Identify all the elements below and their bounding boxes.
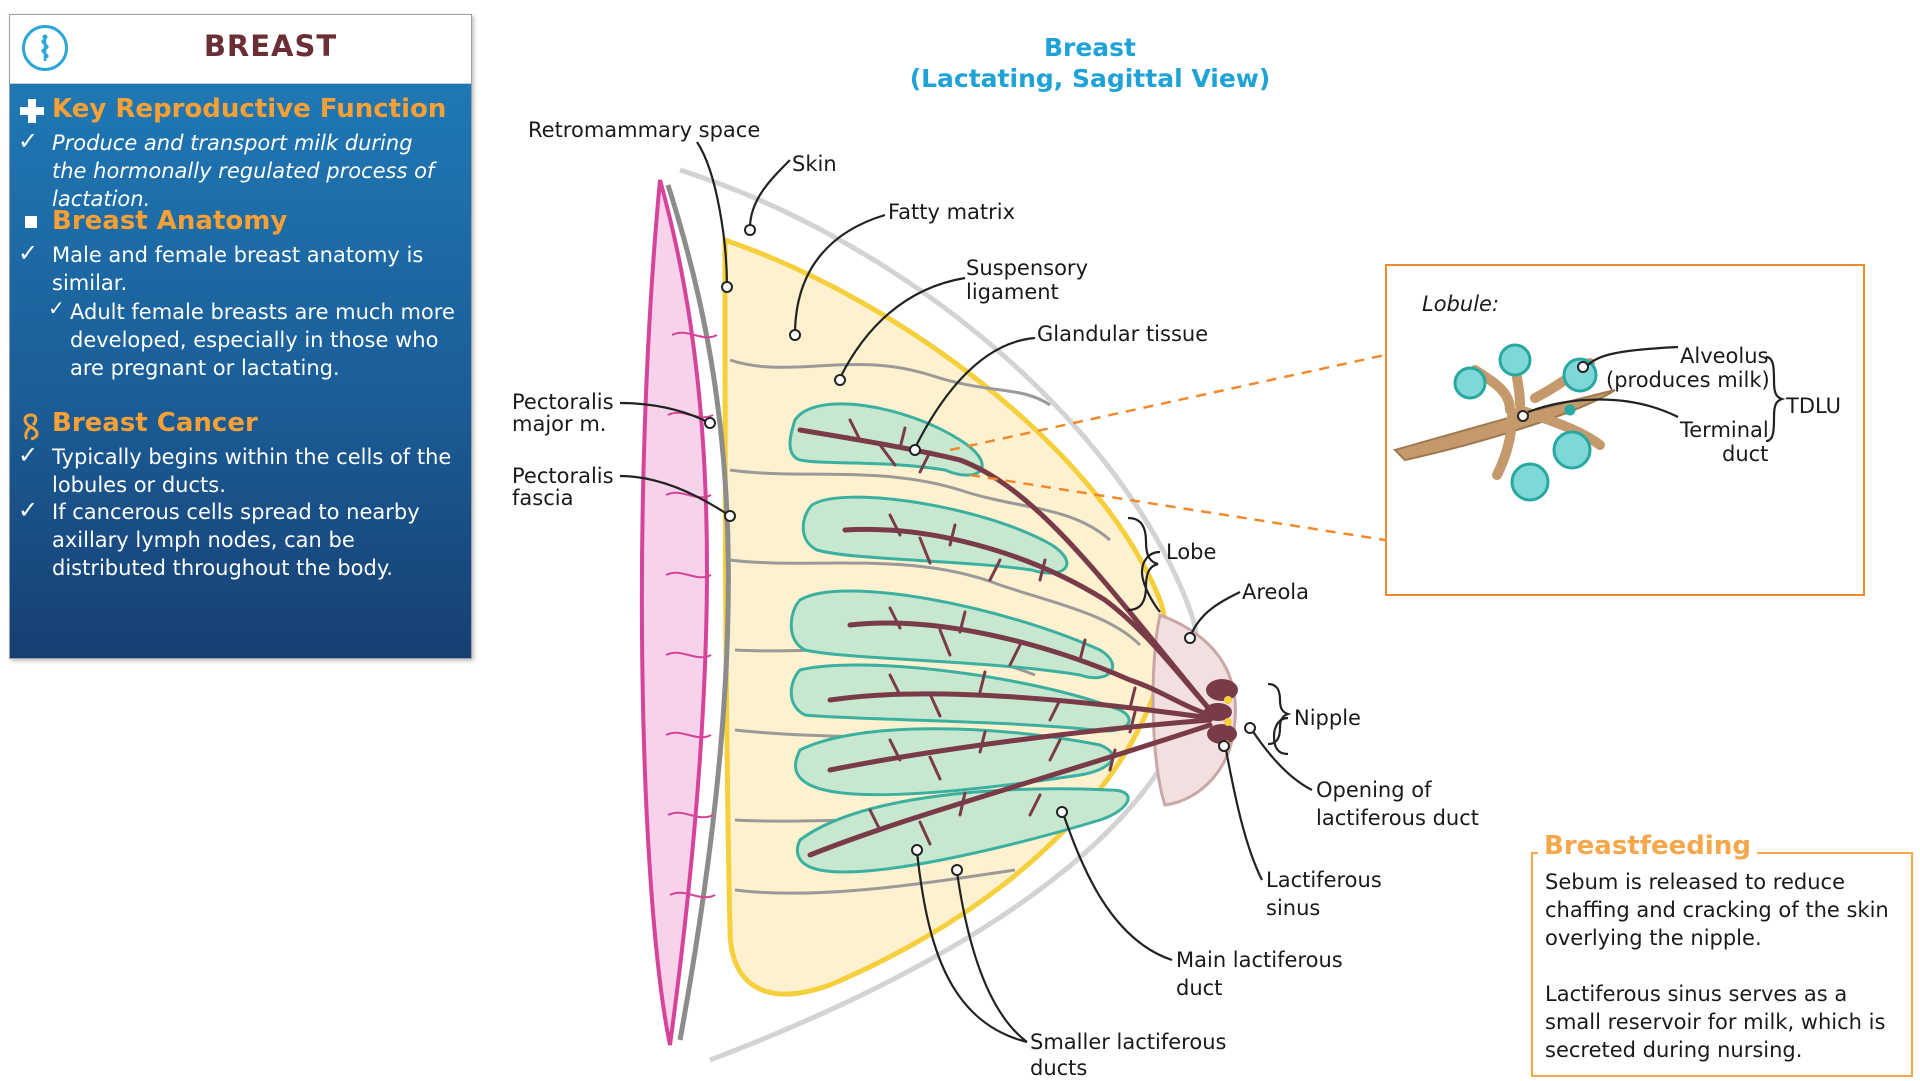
label-terminal-duct-2: duct [1722, 442, 1769, 466]
section-title-anatomy: Breast Anatomy [52, 206, 288, 236]
panel-title: BREAST [203, 29, 338, 63]
plus-icon [19, 98, 44, 123]
lobe-bracket [1127, 516, 1159, 612]
check-icon: ✓ [18, 127, 39, 155]
label-pectoralis-major-2: major m. [512, 412, 607, 436]
cancer-bullet-1: Typically begins within the cells of the… [52, 445, 452, 497]
skin-outline [679, 167, 1201, 1063]
label-areola: Areola [1242, 580, 1310, 604]
breastfeeding-para-2: Lactiferous sinus serves as a small rese… [1545, 982, 1886, 1062]
cancer-bullet-2: If cancerous cells spread to nearby axil… [52, 500, 420, 580]
label-fatty-matrix: Fatty matrix [888, 200, 1016, 224]
label-opening-1: Opening of [1316, 778, 1432, 802]
zoom-lines [949, 353, 1386, 542]
anatomy-bullet-2: Adult female breasts are much more devel… [70, 300, 455, 380]
section-title-function: Key Reproductive Function [52, 94, 447, 124]
leader-endpoints [704, 224, 1256, 876]
lactiferous-ducts [797, 427, 1213, 858]
label-produces-milk: (produces milk) [1606, 368, 1770, 392]
label-skin: Skin [792, 152, 837, 176]
check-icon: ✓ [18, 496, 39, 524]
diagram-title-line-1: Breast [1043, 33, 1137, 62]
label-pectoralis-major-1: Pectoralis [512, 390, 614, 414]
leader-lines [619, 141, 1313, 1044]
breastfeeding-para-1: Sebum is released to reduce chaffing and… [1545, 870, 1889, 950]
label-smaller-ducts-2: ducts [1030, 1056, 1088, 1080]
inset-title: Lobule: [1422, 292, 1500, 316]
duct-branches [848, 418, 1137, 846]
label-nipple: Nipple [1294, 706, 1361, 730]
label-pectoralis-fascia-1: Pectoralis [512, 464, 614, 488]
diagram-title: Breast (Lactating, Sagittal View) [880, 32, 1300, 94]
function-bullet: Produce and transport milk during the ho… [52, 131, 435, 211]
label-lobe: Lobe [1166, 540, 1217, 564]
check-icon: ✓ [18, 441, 39, 469]
pectoralis-major-muscle [639, 179, 710, 1046]
anatomy-bullet-1: Male and female breast anatomy is simila… [52, 243, 424, 295]
label-pectoralis-fascia-2: fascia [512, 486, 574, 510]
lobule-inset-box [1385, 264, 1865, 596]
label-suspensory-ligament-1: Suspensory [966, 256, 1088, 280]
label-lactiferous-sinus-1: Lactiferous [1266, 868, 1382, 892]
label-smaller-ducts-1: Smaller lactiferous [1030, 1030, 1227, 1054]
label-lactiferous-sinus-2: sinus [1266, 896, 1321, 920]
label-suspensory-ligament-2: ligament [966, 280, 1059, 304]
label-main-duct-2: duct [1176, 976, 1223, 1000]
panel-body: Key Reproductive Function ✓ Produce and … [10, 84, 471, 658]
label-glandular-tissue: Glandular tissue [1037, 322, 1209, 346]
check-icon: ✓ [48, 296, 65, 320]
lactiferous-sinuses [1204, 679, 1238, 744]
check-icon: ✓ [18, 239, 39, 267]
info-panel: BREAST Key Reproductive Function ✓ Produ… [9, 14, 472, 659]
lobule-illustration [1393, 343, 1786, 502]
diagram-title-line-2: (Lactating, Sagittal View) [909, 64, 1271, 93]
square-icon [19, 211, 43, 235]
label-retromammary-space: Retromammary space [528, 118, 761, 142]
label-main-duct-1: Main lactiferous [1176, 948, 1343, 972]
label-opening-2: lactiferous duct [1316, 806, 1479, 830]
caduceus-logo-icon [22, 25, 68, 71]
panel-header: BREAST [10, 15, 471, 84]
section-title-cancer: Breast Cancer [52, 408, 258, 438]
breastfeeding-title: Breastfeeding [1538, 831, 1757, 861]
muscle-fibers [665, 331, 718, 899]
nipple-bracket [1267, 682, 1292, 746]
label-alveolus: Alveolus [1680, 344, 1769, 368]
label-terminal-duct-1: Terminal [1680, 418, 1769, 442]
label-tdlu: TDLU [1786, 394, 1842, 418]
ribbon-icon [19, 413, 43, 441]
